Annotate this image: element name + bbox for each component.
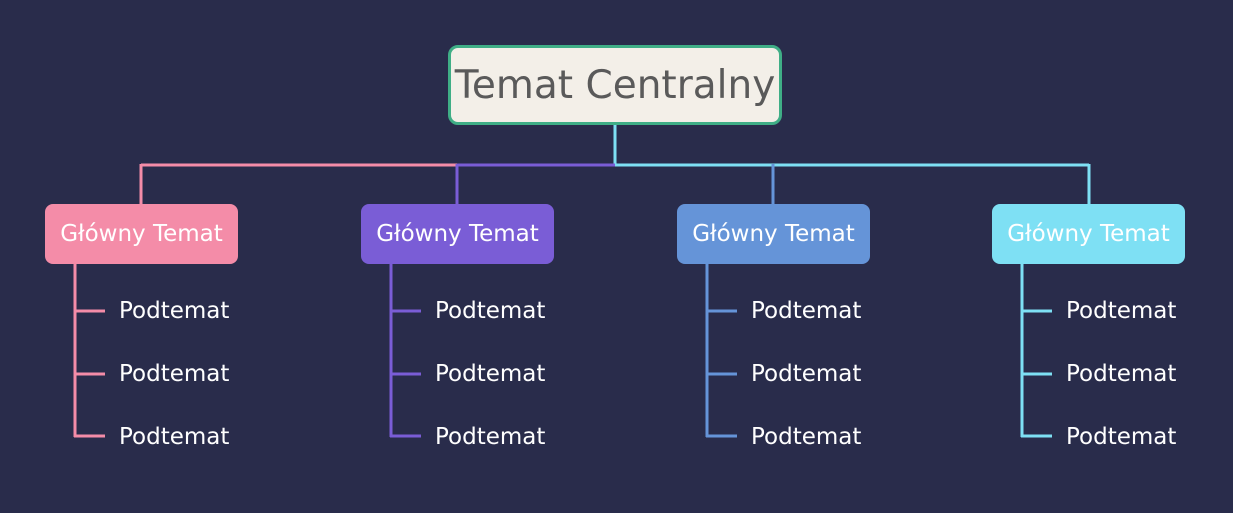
central-topic[interactable]: Temat Centralny: [448, 45, 782, 125]
subtopic-2-1[interactable]: Podtemat: [435, 298, 546, 324]
main-topic-2[interactable]: Główny Temat: [361, 204, 554, 264]
subtopic-2-3[interactable]: Podtemat: [435, 424, 546, 450]
subtopic-2-2[interactable]: Podtemat: [435, 361, 546, 387]
subtopic-4-2[interactable]: Podtemat: [1066, 361, 1177, 387]
subtopic-1-2[interactable]: Podtemat: [119, 361, 230, 387]
subtopic-3-3[interactable]: Podtemat: [751, 424, 862, 450]
main-topic-4[interactable]: Główny Temat: [992, 204, 1185, 264]
main-topic-3[interactable]: Główny Temat: [677, 204, 870, 264]
subtopic-1-1[interactable]: Podtemat: [119, 298, 230, 324]
subtopic-4-3[interactable]: Podtemat: [1066, 424, 1177, 450]
subtopic-4-1[interactable]: Podtemat: [1066, 298, 1177, 324]
subtopic-1-3[interactable]: Podtemat: [119, 424, 230, 450]
subtopic-3-2[interactable]: Podtemat: [751, 361, 862, 387]
subtopic-3-1[interactable]: Podtemat: [751, 298, 862, 324]
main-topic-1[interactable]: Główny Temat: [45, 204, 238, 264]
